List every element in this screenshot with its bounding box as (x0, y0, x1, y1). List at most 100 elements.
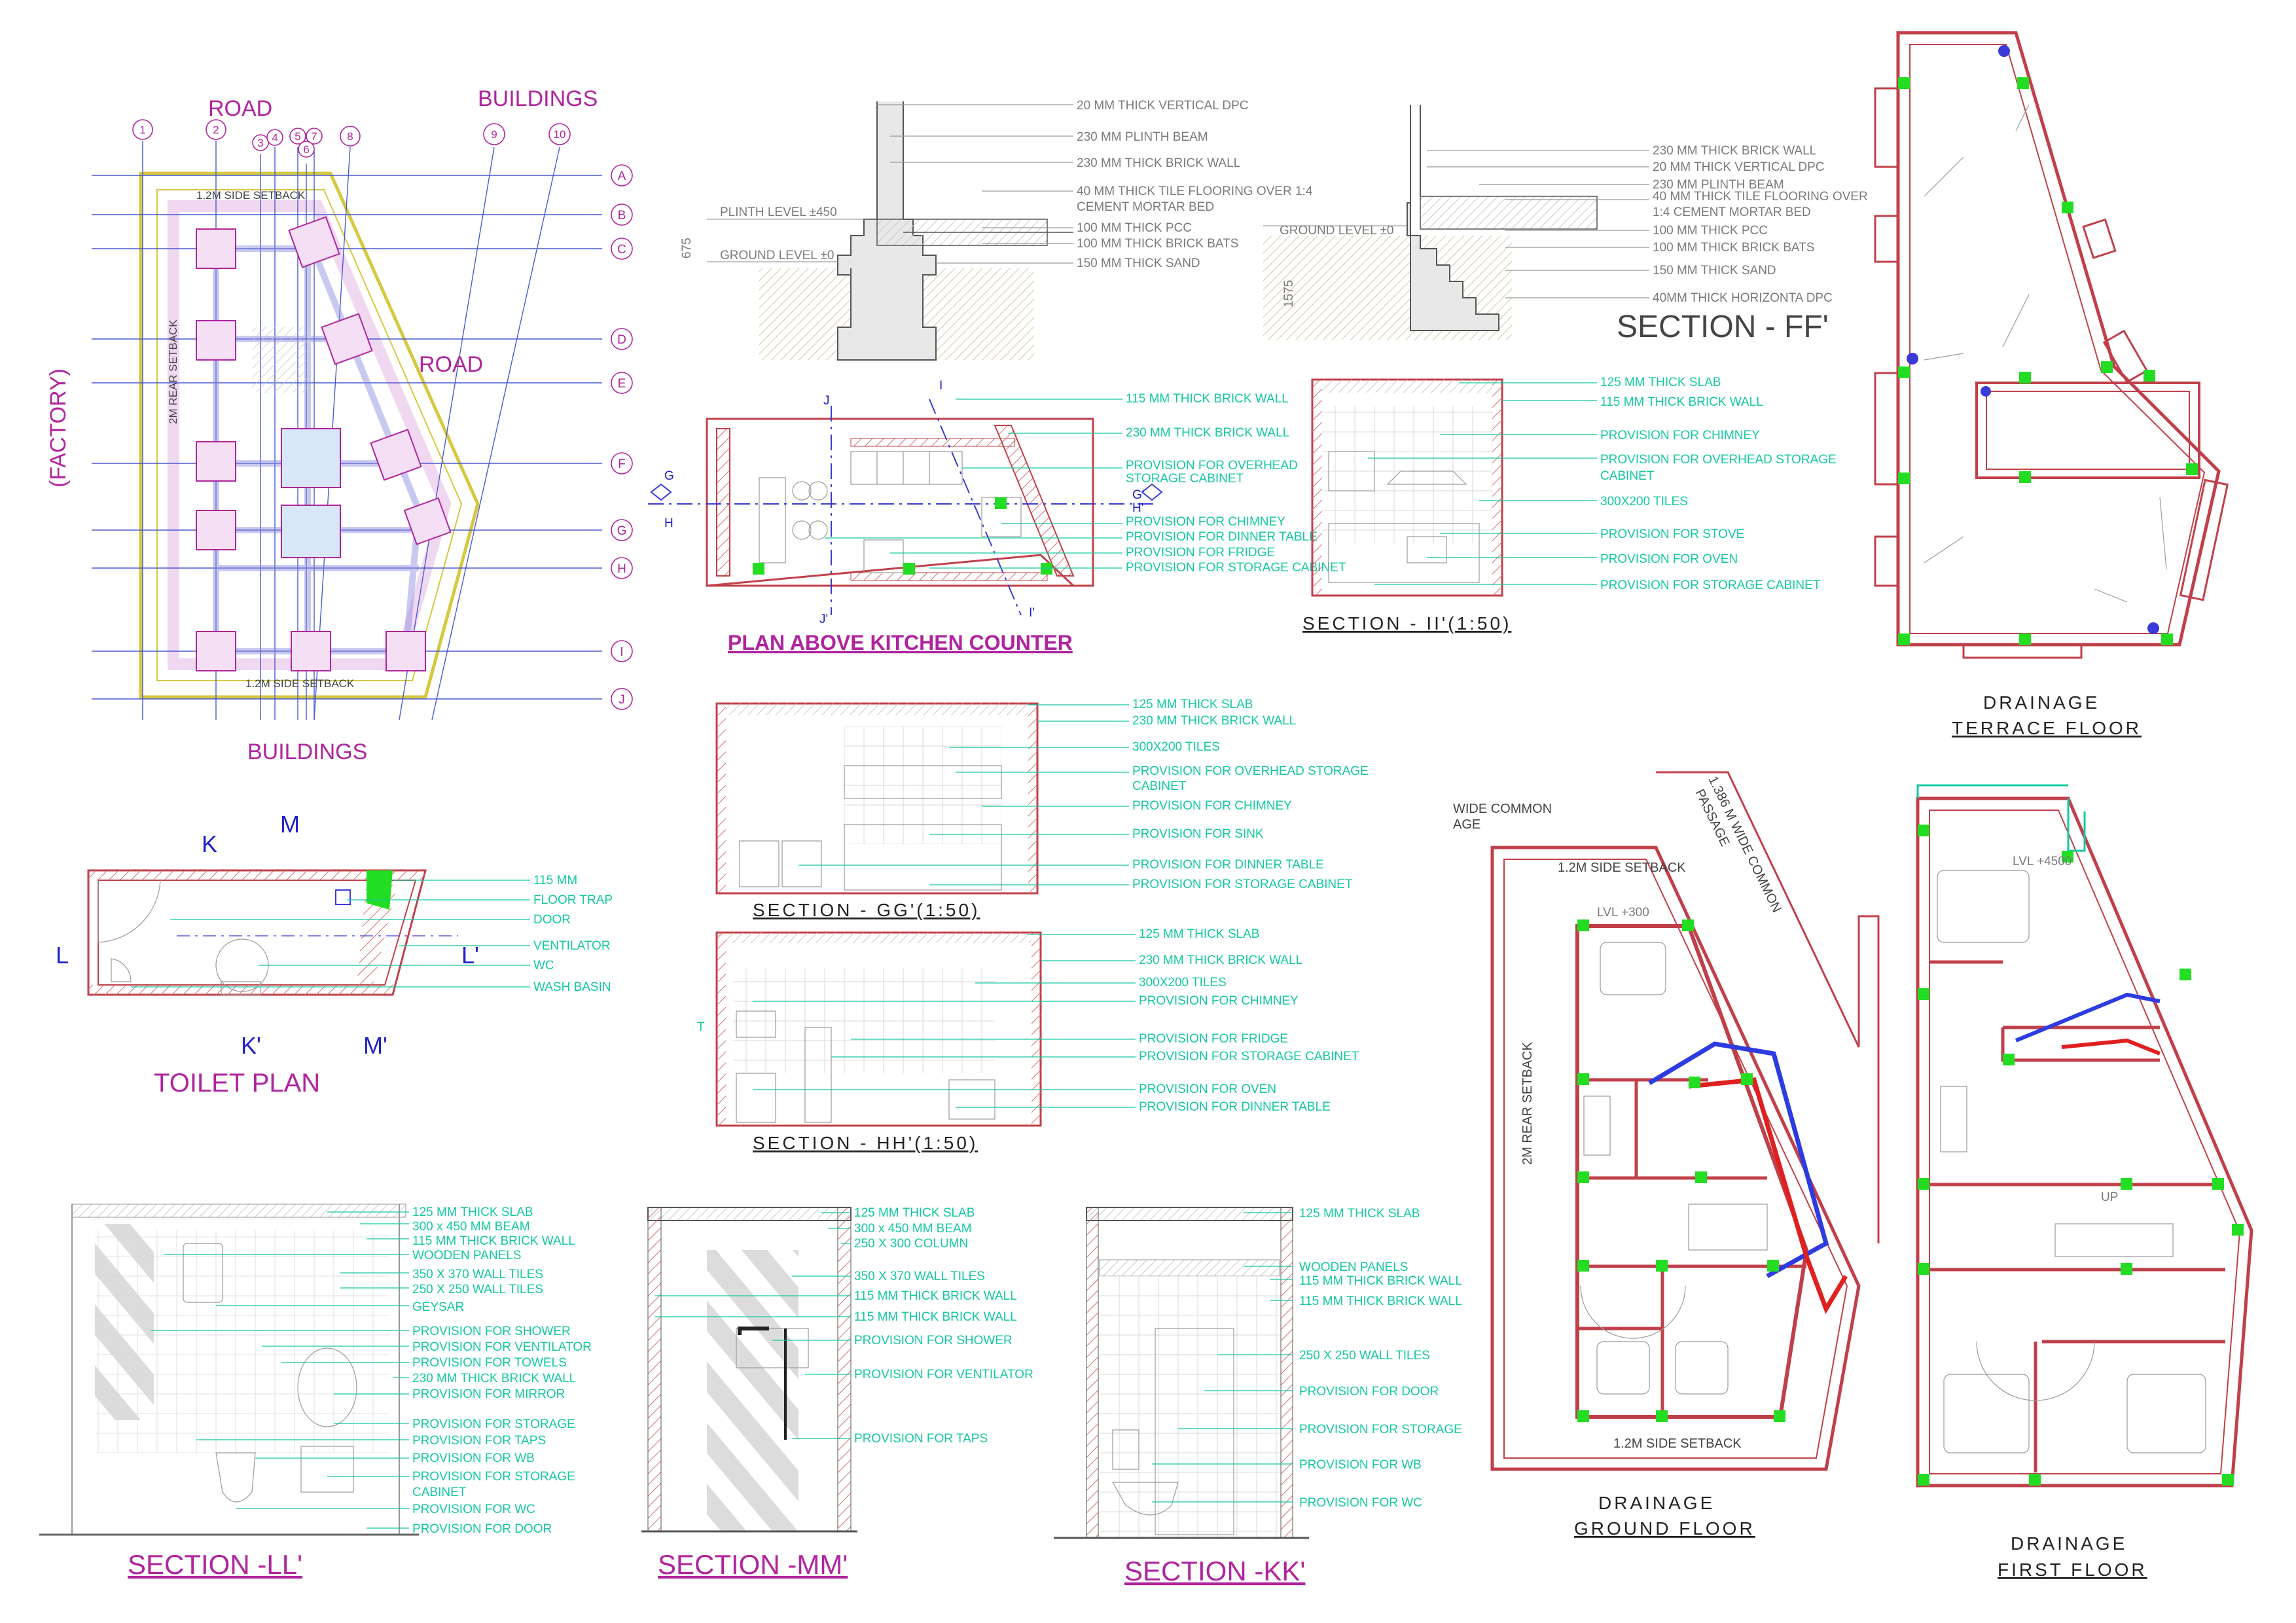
ll-callout-8: PROVISION FOR SHOWER (412, 1325, 571, 1338)
section-hh-title: SECTION - HH'(1:50) (753, 1133, 978, 1153)
ll-callout-7: GEYSAR (412, 1300, 464, 1314)
section-hh: T 125 MM THICK SLAB 230 MM THICK BRICK W… (697, 927, 1359, 1153)
toilet-marker-m: M (280, 811, 300, 838)
ii-callout-4: PROVISION FOR OVERHEAD STORAGE (1600, 453, 1837, 467)
hh-callout-1: 125 MM THICK SLAB (1139, 927, 1259, 941)
ff-right-callout-6: 100 MM THICK PCC (1653, 224, 1768, 238)
gg-callout-7: PROVISION FOR SINK (1132, 827, 1264, 841)
kitchen-callout-1: 115 MM THICK BRICK WALL (1126, 392, 1289, 406)
ff-right-callout-2: 20 MM THICK VERTICAL DPC (1653, 160, 1825, 174)
mm-callout-9: PROVISION FOR TAPS (854, 1432, 988, 1446)
ii-callout-8: PROVISION FOR OVEN (1600, 552, 1738, 566)
section-gg: 125 MM THICK SLAB 230 MM THICK BRICK WAL… (715, 698, 1369, 920)
toilet-marker-k-prime: K' (241, 1032, 261, 1059)
kitchen-callout-4: STORAGE CABINET (1126, 472, 1244, 486)
grid-row-g: G (617, 524, 627, 538)
ff-right-callout-9: 40MM THICK HORIZONTA DPC (1653, 291, 1833, 305)
toilet-callout-5: WC (533, 959, 554, 972)
toilet-callout-3: DOOR (533, 913, 571, 927)
ll-callout-2: 300 x 450 MM BEAM (412, 1220, 530, 1234)
kk-callout-9: PROVISION FOR WC (1299, 1496, 1422, 1510)
ff-left-callout-2: 230 MM PLINTH BEAM (1077, 130, 1208, 144)
mm-callout-8: PROVISION FOR VENTILATOR (854, 1368, 1033, 1382)
kitchen-callout-8: PROVISION FOR STORAGE CABINET (1126, 561, 1346, 575)
hh-callout-7: PROVISION FOR OVEN (1139, 1082, 1276, 1096)
site-road-top-label: ROAD (208, 96, 272, 121)
grid-col-5: 5 (295, 130, 300, 143)
grid-col-2: 2 (213, 124, 219, 136)
grid-row-j: J (619, 693, 625, 707)
site-road-right-label: ROAD (419, 352, 483, 377)
kk-callout-6: PROVISION FOR DOOR (1299, 1385, 1439, 1399)
grid-row-a: A (618, 169, 626, 183)
gg-callout-9: PROVISION FOR STORAGE CABINET (1132, 878, 1353, 891)
ll-callout-17: CABINET (412, 1486, 467, 1499)
ff-left-callout-6: 100 MM THICK PCC (1077, 221, 1192, 235)
ff-right-callout-7: 100 MM THICK BRICK BATS (1653, 241, 1814, 255)
mm-callout-5: 115 MM THICK BRICK WALL (854, 1289, 1017, 1303)
ff-left-callout-3: 230 MM THICK BRICK WALL (1077, 156, 1240, 170)
ll-callout-9: PROVISION FOR VENTILATOR (412, 1340, 592, 1354)
ground-drainage-title-2: GROUND FLOOR (1574, 1518, 1755, 1539)
ff-right-callout-5: 1:4 CEMENT MORTAR BED (1653, 205, 1811, 219)
depth-dimension: 675 (680, 238, 694, 259)
ll-callout-16: PROVISION FOR STORAGE (412, 1470, 575, 1484)
ll-callout-10: PROVISION FOR TOWELS (412, 1356, 567, 1370)
terrace-drainage-title-2: TERRACE FLOOR (1952, 718, 2142, 738)
grid-col-3: 3 (257, 137, 263, 149)
ground-setback-rear: 2M REAR SETBACK (1520, 1042, 1535, 1165)
gg-callout-4: PROVISION FOR OVERHEAD STORAGE (1132, 764, 1369, 778)
ii-callout-5: CABINET (1600, 469, 1655, 483)
ff-left-callout-7: 100 MM THICK BRICK BATS (1077, 237, 1238, 251)
ll-callout-18: PROVISION FOR WC (412, 1503, 535, 1516)
footing-squares (196, 216, 452, 671)
mm-callout-3: 250 X 300 COLUMN (854, 1237, 968, 1251)
ll-callout-11: 230 MM THICK BRICK WALL (412, 1372, 576, 1385)
ground-drainage-title-1: DRAINAGE (1598, 1493, 1715, 1513)
grid-col-7: 7 (311, 130, 317, 143)
section-kk: 125 MM THICK SLAB WOODEN PANELS 115 MM T… (1054, 1207, 1462, 1586)
ll-callout-6: 250 X 250 WALL TILES (412, 1283, 543, 1296)
first-level-tag: LVL +4500 (2013, 855, 2072, 868)
section-ii-title: SECTION - II'(1:50) (1302, 613, 1511, 633)
ground-level-tag: LVL +300 (1597, 906, 1649, 919)
ff-right-callout-4: 40 MM THICK TILE FLOORING OVER (1653, 190, 1868, 204)
ll-callout-12: PROVISION FOR MIRROR (412, 1387, 565, 1401)
ff-right-callout-8: 150 MM THICK SAND (1653, 264, 1776, 277)
gg-callout-1: 125 MM THICK SLAB (1132, 698, 1253, 711)
footing-detail-left: PLINTH LEVEL ±450 GROUND LEVEL ±0 675 20… (680, 99, 1313, 361)
ff-left-callout-1: 20 MM THICK VERTICAL DPC (1077, 99, 1249, 113)
toilet-callout-1: 115 MM (533, 874, 577, 887)
ii-callout-2: 115 MM THICK BRICK WALL (1600, 395, 1763, 409)
grid-col-1: 1 (139, 124, 145, 136)
drainage-terrace-floor: DRAINAGE TERRACE FLOOR (1874, 31, 2229, 738)
section-mm: 125 MM THICK SLAB 300 x 450 MM BEAM 250 … (641, 1206, 1033, 1580)
ff-right-callout-1: 230 MM THICK BRICK WALL (1653, 144, 1816, 158)
grid-row-h: H (617, 562, 626, 576)
plinth-level-label: PLINTH LEVEL ±450 (720, 205, 837, 219)
toilet-plan: K M L L' K' M' 115 MM FLOOR TRAP DOOR VE… (56, 811, 613, 1097)
site-setback-top: 1.2M SIDE SETBACK (196, 189, 306, 202)
site-setback-rear: 2M REAR SETBACK (167, 319, 179, 424)
kitchen-plan: J I G H G' H' J' I' 115 MM THICK BRICK W… (648, 379, 1346, 654)
ff-ground-level-label: GROUND LEVEL ±0 (1280, 224, 1393, 238)
section-ll-title: SECTION -LL' (128, 1549, 302, 1580)
ll-callout-14: PROVISION FOR TAPS (412, 1434, 546, 1448)
ff-left-callout-4: 40 MM THICK TILE FLOORING OVER 1:4 (1077, 185, 1313, 198)
section-mm-title: SECTION -MM' (658, 1549, 848, 1580)
section-ll: 125 MM THICK SLAB 300 x 450 MM BEAM 115 … (39, 1204, 592, 1580)
kk-callout-2: WOODEN PANELS (1299, 1260, 1408, 1274)
ground-passage-b: 1.386 M WIDE COMMON (1706, 774, 1784, 915)
hh-callout-2: 230 MM THICK BRICK WALL (1139, 954, 1302, 967)
drainage-ground-floor: 1.2M SIDE SETBACK 1.2M SIDE SETBACK 2M R… (1453, 771, 1880, 1539)
kitchen-callout-3: PROVISION FOR OVERHEAD (1126, 459, 1298, 473)
ff-left-callout-5: CEMENT MORTAR BED (1077, 200, 1214, 214)
toilet-callout-6: WASH BASIN (533, 980, 611, 994)
ff-left-callout-8: 150 MM THICK SAND (1077, 257, 1200, 270)
ii-callout-7: PROVISION FOR STOVE (1600, 527, 1744, 541)
kk-callout-5: 250 X 250 WALL TILES (1299, 1349, 1430, 1363)
grid-row-i: I (620, 645, 623, 659)
ground-setback-bottom: 1.2M SIDE SETBACK (1613, 1436, 1742, 1451)
kitchen-marker-h-prime: H' (1132, 501, 1143, 515)
section-ff-title: SECTION - FF' (1617, 310, 1829, 344)
